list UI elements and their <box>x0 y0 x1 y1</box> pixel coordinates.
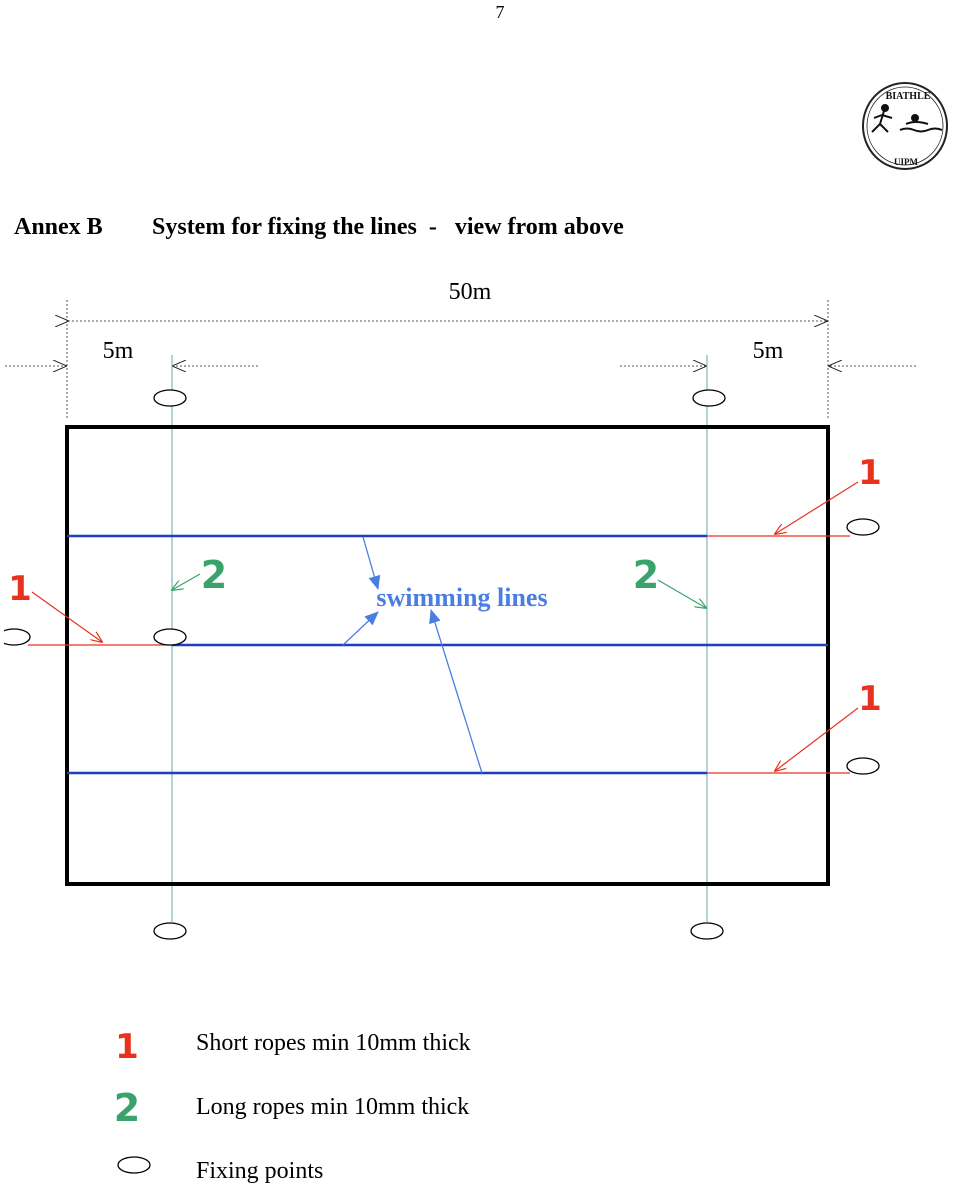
legend-fixing-point-icon <box>117 1156 151 1174</box>
fixing-point <box>0 628 31 646</box>
swimming-lines-label: swimming lines <box>376 583 547 612</box>
fixing-point <box>690 922 724 940</box>
marker-1-left: 1 <box>8 569 32 609</box>
fixing-points <box>0 389 880 940</box>
dimension-total-label: 50m <box>449 279 492 305</box>
pool-outline <box>65 425 830 886</box>
fixing-point <box>846 518 880 536</box>
pointer-arrow-2-right <box>657 579 706 608</box>
logo-top-text: BIATHLE <box>886 91 931 102</box>
legend: 1 Short ropes min 10mm thick 2 Long rope… <box>114 1027 471 1184</box>
pointer-arrow-1-left <box>31 591 102 642</box>
swimmer-icon <box>899 114 943 133</box>
swimming-lines-arrow-1 <box>362 536 381 590</box>
dimension-right-label: 5m <box>753 338 784 364</box>
dimension-left: 5m <box>5 338 258 366</box>
dimension-left-label: 5m <box>103 338 134 364</box>
pointer-arrow-1-top <box>775 481 859 534</box>
dimension-total: 50m <box>67 279 829 420</box>
annex-label: Annex B <box>14 214 103 240</box>
marker-1-bottom: 1 <box>858 679 882 719</box>
pointer-arrow-1-bottom <box>775 707 859 771</box>
fixing-point <box>153 389 187 407</box>
swimming-lines-arrow-3 <box>429 609 483 774</box>
marker-1-top: 1 <box>858 453 882 493</box>
uipm-biathle-logo: BIATHLE UIPM <box>862 82 948 170</box>
page-number: 7 <box>496 2 505 22</box>
fixing-point <box>692 389 726 407</box>
runner-icon <box>871 104 893 133</box>
swimming-lines-arrow-2 <box>342 611 379 646</box>
legend-text-1: Short ropes min 10mm thick <box>196 1030 471 1056</box>
marker-2-right: 2 <box>633 553 659 597</box>
legend-marker-2: 2 <box>114 1086 140 1130</box>
logo-bottom-text: UIPM <box>894 157 918 167</box>
dimension-right: 5m <box>620 338 916 366</box>
legend-text-2: Long ropes min 10mm thick <box>196 1094 469 1120</box>
pointer-arrow-2-left <box>172 573 201 590</box>
fixing-point <box>153 922 187 940</box>
fixing-point <box>153 628 187 646</box>
fixing-point <box>846 757 880 775</box>
legend-text-3: Fixing points <box>196 1158 323 1184</box>
diagram-title: System for fixing the lines - view from … <box>152 214 624 240</box>
marker-2-left: 2 <box>201 553 227 597</box>
legend-marker-1: 1 <box>115 1027 139 1067</box>
